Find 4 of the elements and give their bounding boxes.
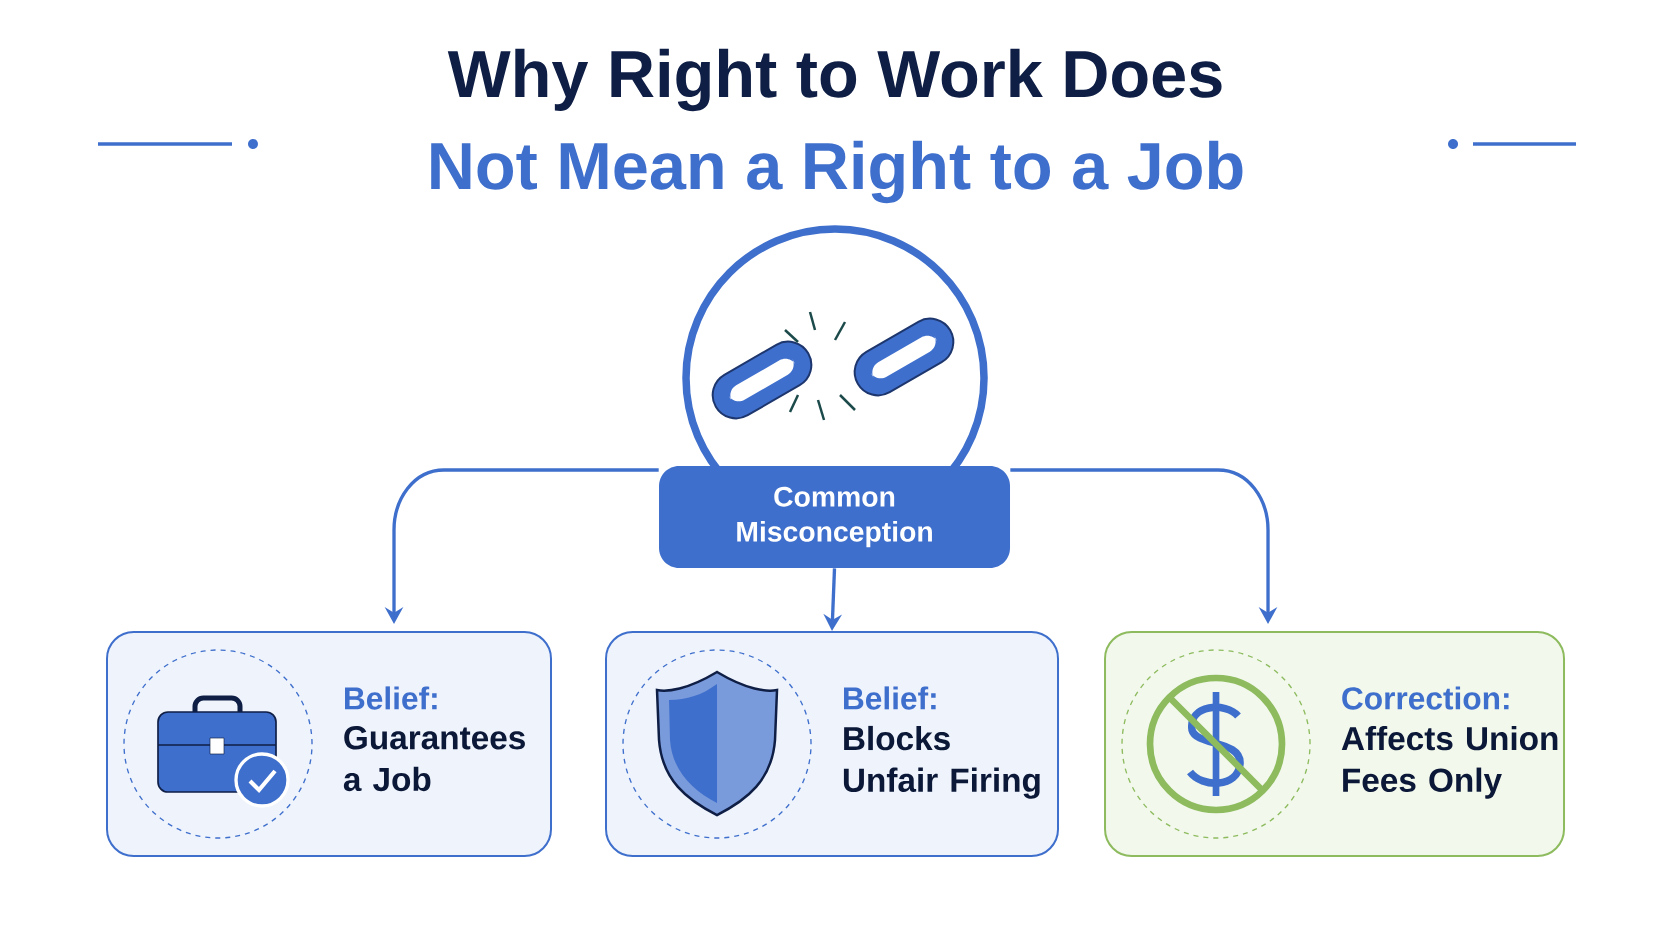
label-box: Common Misconception xyxy=(659,466,1010,568)
diagram-title: Why Right to Work Does xyxy=(447,48,1222,112)
label: Not Mean a Right to a Job xyxy=(431,140,1243,204)
correction-card: Correction: Affects Union Fees Only xyxy=(1104,631,1565,857)
